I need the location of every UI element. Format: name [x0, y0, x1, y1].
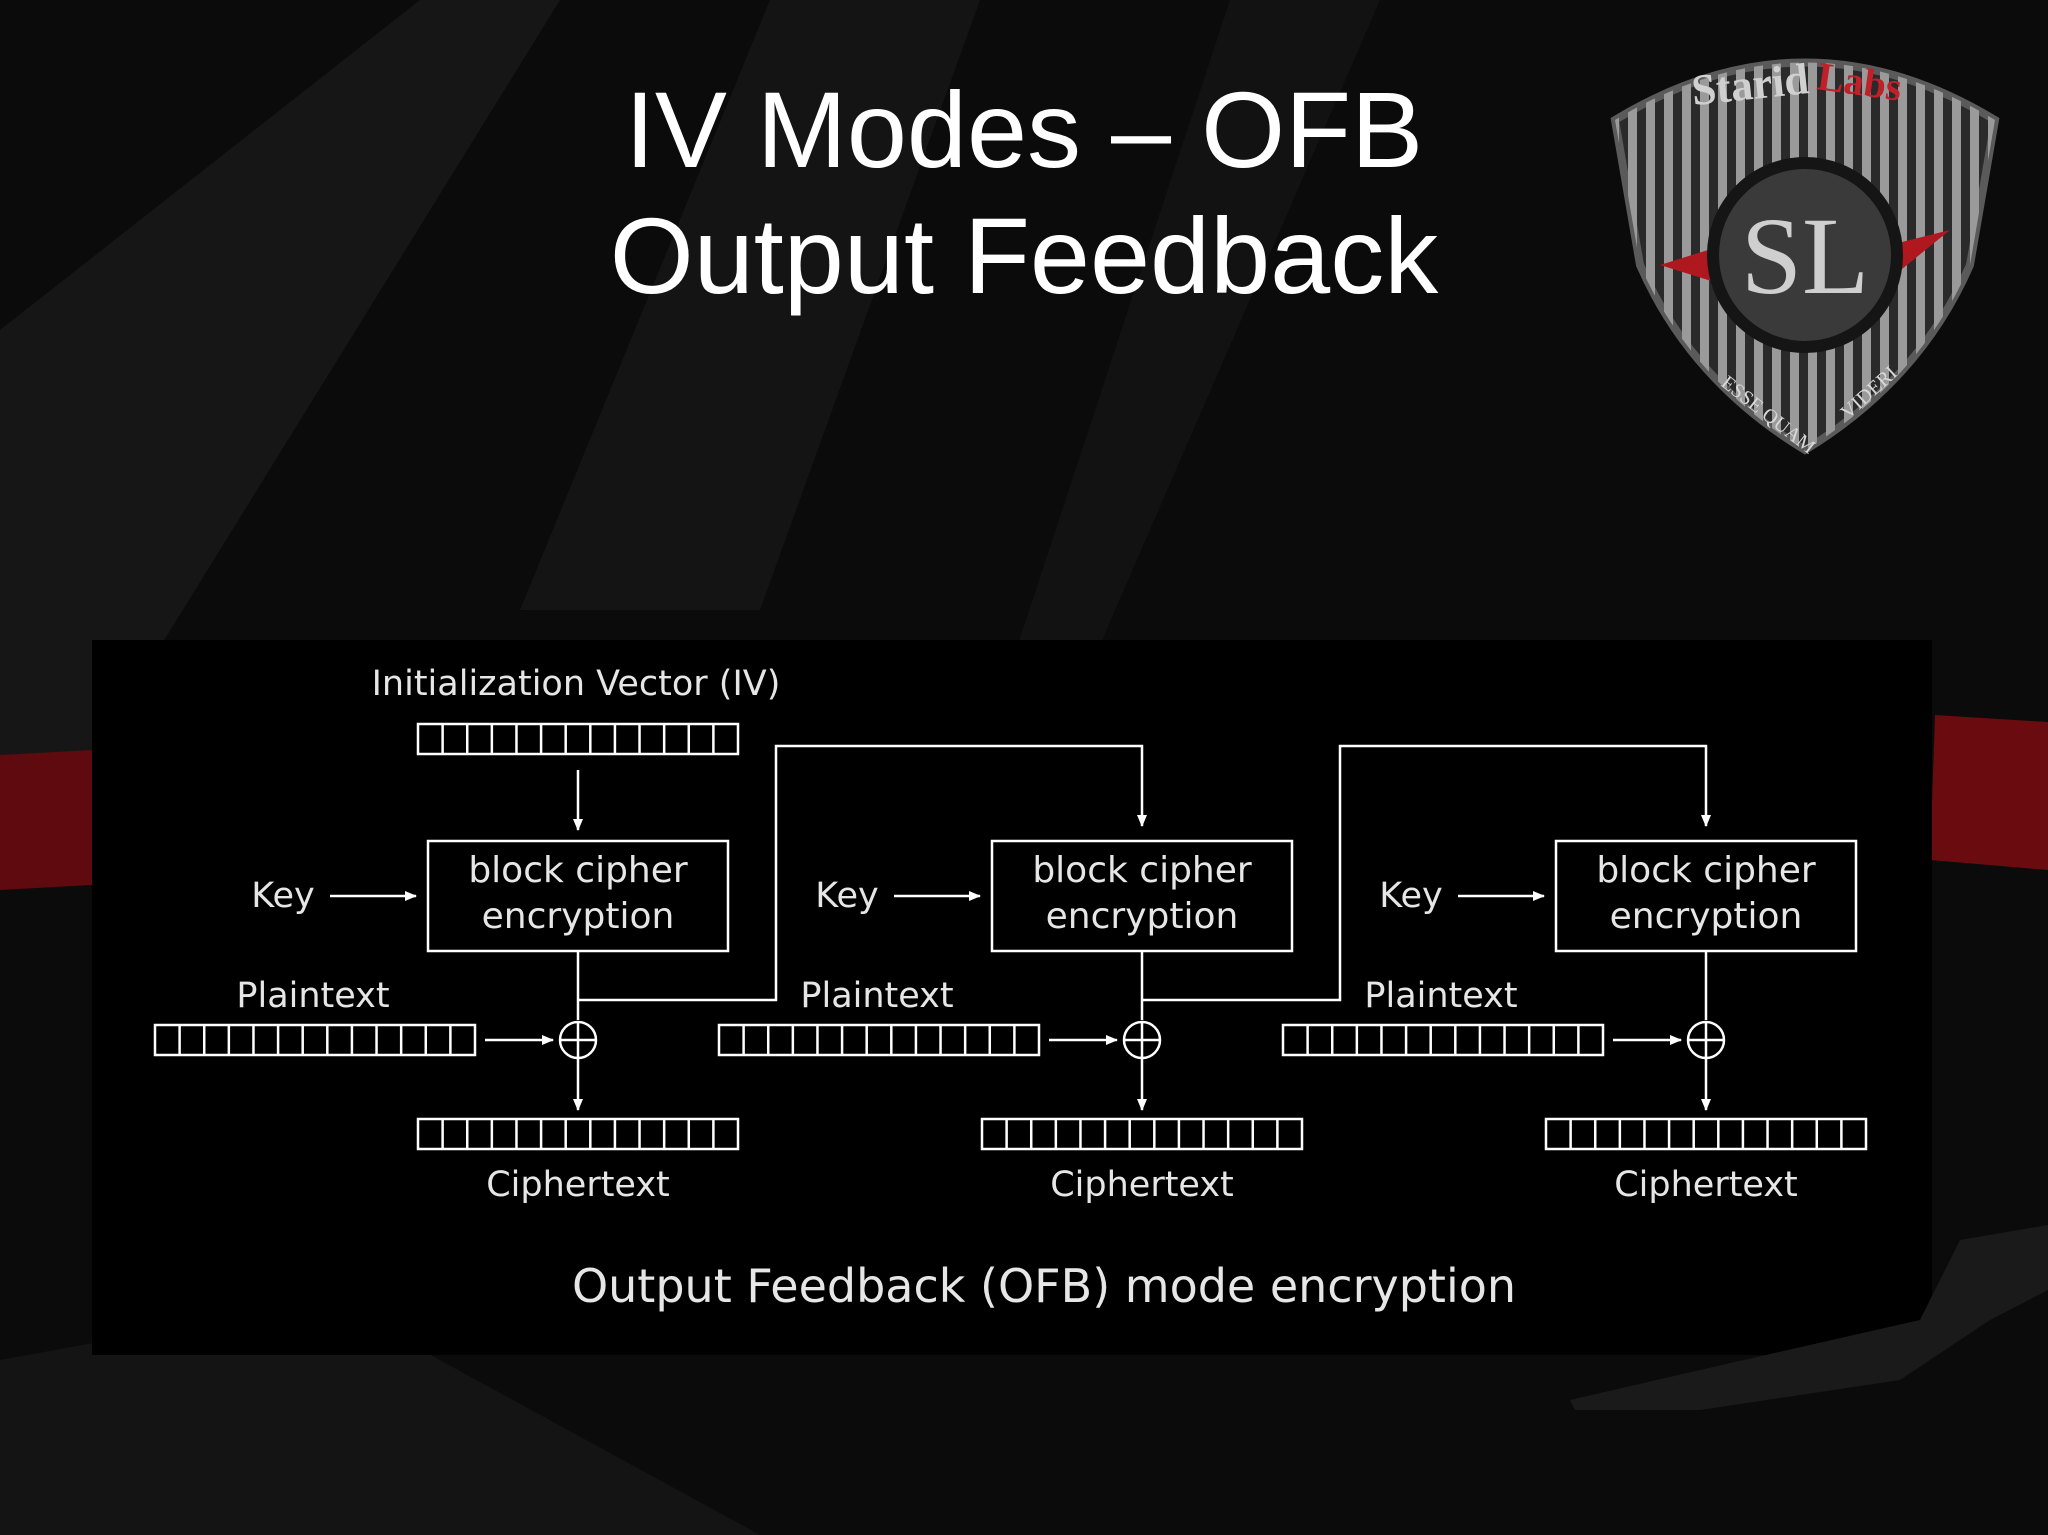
diagram-panel — [92, 640, 1932, 1355]
slide-title-line2: Output Feedback — [609, 195, 1439, 316]
logo-monogram: SL — [1741, 195, 1869, 317]
monogram-ring — [1707, 157, 1903, 353]
ofb-stage-1: Key block cipher encryptionPlaintextCipher… — [153, 839, 740, 1205]
plaintext-register — [153, 1023, 477, 1057]
block-cipher-label-line2: encryption — [1046, 896, 1239, 937]
bg-swoosh-center — [520, 0, 980, 610]
key-label: Key — [251, 876, 314, 916]
logo-brand-part1: Starid — [1689, 54, 1811, 115]
bg-red-band-left — [0, 750, 92, 890]
xor-icon — [1122, 1020, 1162, 1060]
plaintext-label: Plaintext — [1364, 976, 1517, 1016]
ciphertext-register — [416, 1117, 740, 1151]
diagram-caption: Output Feedback (OFB) mode encryption — [572, 1259, 1516, 1313]
iv-register — [416, 722, 740, 756]
ciphertext-label: Ciphertext — [1614, 1165, 1798, 1205]
iv-register-cells — [416, 722, 740, 756]
bg-swoosh-right — [980, 0, 1380, 760]
staridlabs-logo: SL Starid Labs ESSE QUAM VIDERI — [1610, 53, 2000, 459]
xor-icon — [558, 1020, 598, 1060]
block-cipher-label-line2: encryption — [1610, 896, 1803, 937]
block-cipher-label-line1: block cipher — [468, 850, 688, 891]
xor-icon — [1686, 1020, 1726, 1060]
bg-red-band-right — [1930, 715, 2048, 870]
iv-label: Initialization Vector (IV) — [372, 664, 781, 704]
block-cipher-label-line2: encryption — [482, 896, 675, 937]
ofb-stage-3: Key block cipher encryptionPlaintextCipher… — [1142, 744, 1868, 1205]
ciphertext-label: Ciphertext — [1050, 1165, 1234, 1205]
ofb-stage-2: Key block cipher encryptionPlaintextCipher… — [578, 744, 1304, 1205]
key-label: Key — [1379, 876, 1442, 916]
slide-title-line1: IV Modes – OFB — [624, 69, 1424, 190]
bg-swoosh-left — [0, 0, 560, 790]
bg-silhouette — [1570, 1225, 2048, 1410]
plaintext-label: Plaintext — [236, 976, 389, 1016]
ciphertext-label: Ciphertext — [486, 1165, 670, 1205]
ciphertext-register — [980, 1117, 1304, 1151]
key-label: Key — [815, 876, 878, 916]
plaintext-label: Plaintext — [800, 976, 953, 1016]
block-cipher-label-line1: block cipher — [1596, 850, 1816, 891]
feedback-line-2 — [1142, 744, 1711, 1002]
plaintext-register — [1281, 1023, 1605, 1057]
ciphertext-register — [1544, 1117, 1868, 1151]
bg-swoosh-bottom — [0, 1300, 760, 1535]
feedback-line-1 — [578, 744, 1147, 1002]
plaintext-register — [717, 1023, 1041, 1057]
block-cipher-label-line1: block cipher — [1032, 850, 1252, 891]
